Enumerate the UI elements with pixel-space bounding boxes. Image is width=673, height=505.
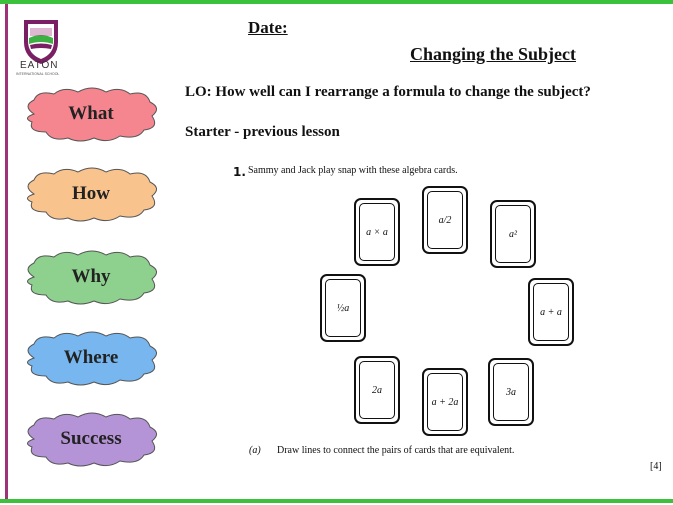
card-label: 3a: [493, 363, 529, 421]
card-a-plus-a: a + a: [528, 278, 574, 346]
cloud-success: Success: [16, 409, 166, 469]
card-label: a/2: [427, 191, 463, 249]
school-subtitle: INTERNATIONAL SCHOOL: [16, 72, 60, 76]
card-label: ½a: [325, 279, 361, 337]
part-a-instruction: Draw lines to connect the pairs of cards…: [277, 445, 515, 456]
top-border: [0, 0, 673, 4]
question-number: 1.: [233, 165, 246, 179]
page-title: Changing the Subject: [410, 44, 577, 64]
part-a-label: (a): [249, 445, 261, 456]
cloud-label-how: How: [72, 183, 110, 204]
starter-heading: Starter - previous lesson: [185, 124, 340, 140]
cloud-label-what: What: [68, 103, 114, 124]
school-crest-icon: [24, 20, 58, 64]
card-label: 2a: [359, 361, 395, 419]
cloud-where: Where: [16, 328, 166, 388]
card-label: a + 2a: [427, 373, 463, 431]
date-label: Date:: [248, 18, 288, 37]
cloud-label-where: Where: [63, 347, 119, 368]
card-3a: 3a: [488, 358, 534, 426]
cloud-what: What: [16, 84, 166, 144]
card-label: a²: [495, 205, 531, 263]
cloud-why: Why: [16, 247, 166, 307]
left-border: [5, 4, 8, 499]
card-label: a + a: [533, 283, 569, 341]
cloud-label-why: Why: [71, 266, 111, 287]
card-a-times-a: a × a: [354, 198, 400, 266]
card-a-squared: a²: [490, 200, 536, 268]
card-a-over-2: a/2: [422, 186, 468, 254]
learning-objective: LO: How well can I rearrange a formula t…: [185, 84, 591, 100]
cloud-label-success: Success: [60, 428, 122, 449]
card-label: a × a: [359, 203, 395, 261]
card-a-plus-2a: a + 2a: [422, 368, 468, 436]
bottom-border: [0, 499, 673, 503]
school-name: EATON: [20, 60, 59, 71]
card-2a: 2a: [354, 356, 400, 424]
cloud-how: How: [16, 164, 166, 224]
marks-label: [4]: [650, 461, 662, 472]
card-half-a: ½a: [320, 274, 366, 342]
question-text: Sammy and Jack play snap with these alge…: [248, 165, 458, 176]
